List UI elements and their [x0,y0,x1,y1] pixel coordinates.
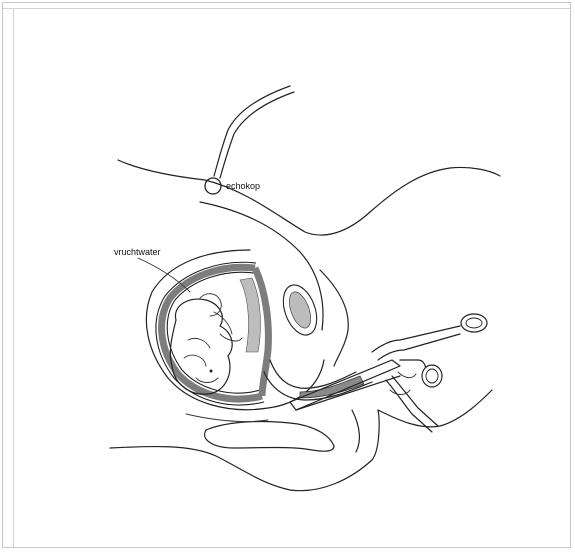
ovary-structure [277,280,323,339]
label-vruchtwater: vruchtwater [114,247,161,257]
label-echokop: echokop [226,181,260,191]
buttock-outline [378,390,492,427]
cervix-canal [264,360,372,400]
abdomen-lower-contour [186,414,268,422]
abdomen-outline [118,160,500,235]
pelvic-contour-upper [320,270,348,366]
probe-cable [214,86,294,178]
perineum-contour [352,410,359,452]
placenta [240,278,260,352]
bladder [205,422,334,452]
